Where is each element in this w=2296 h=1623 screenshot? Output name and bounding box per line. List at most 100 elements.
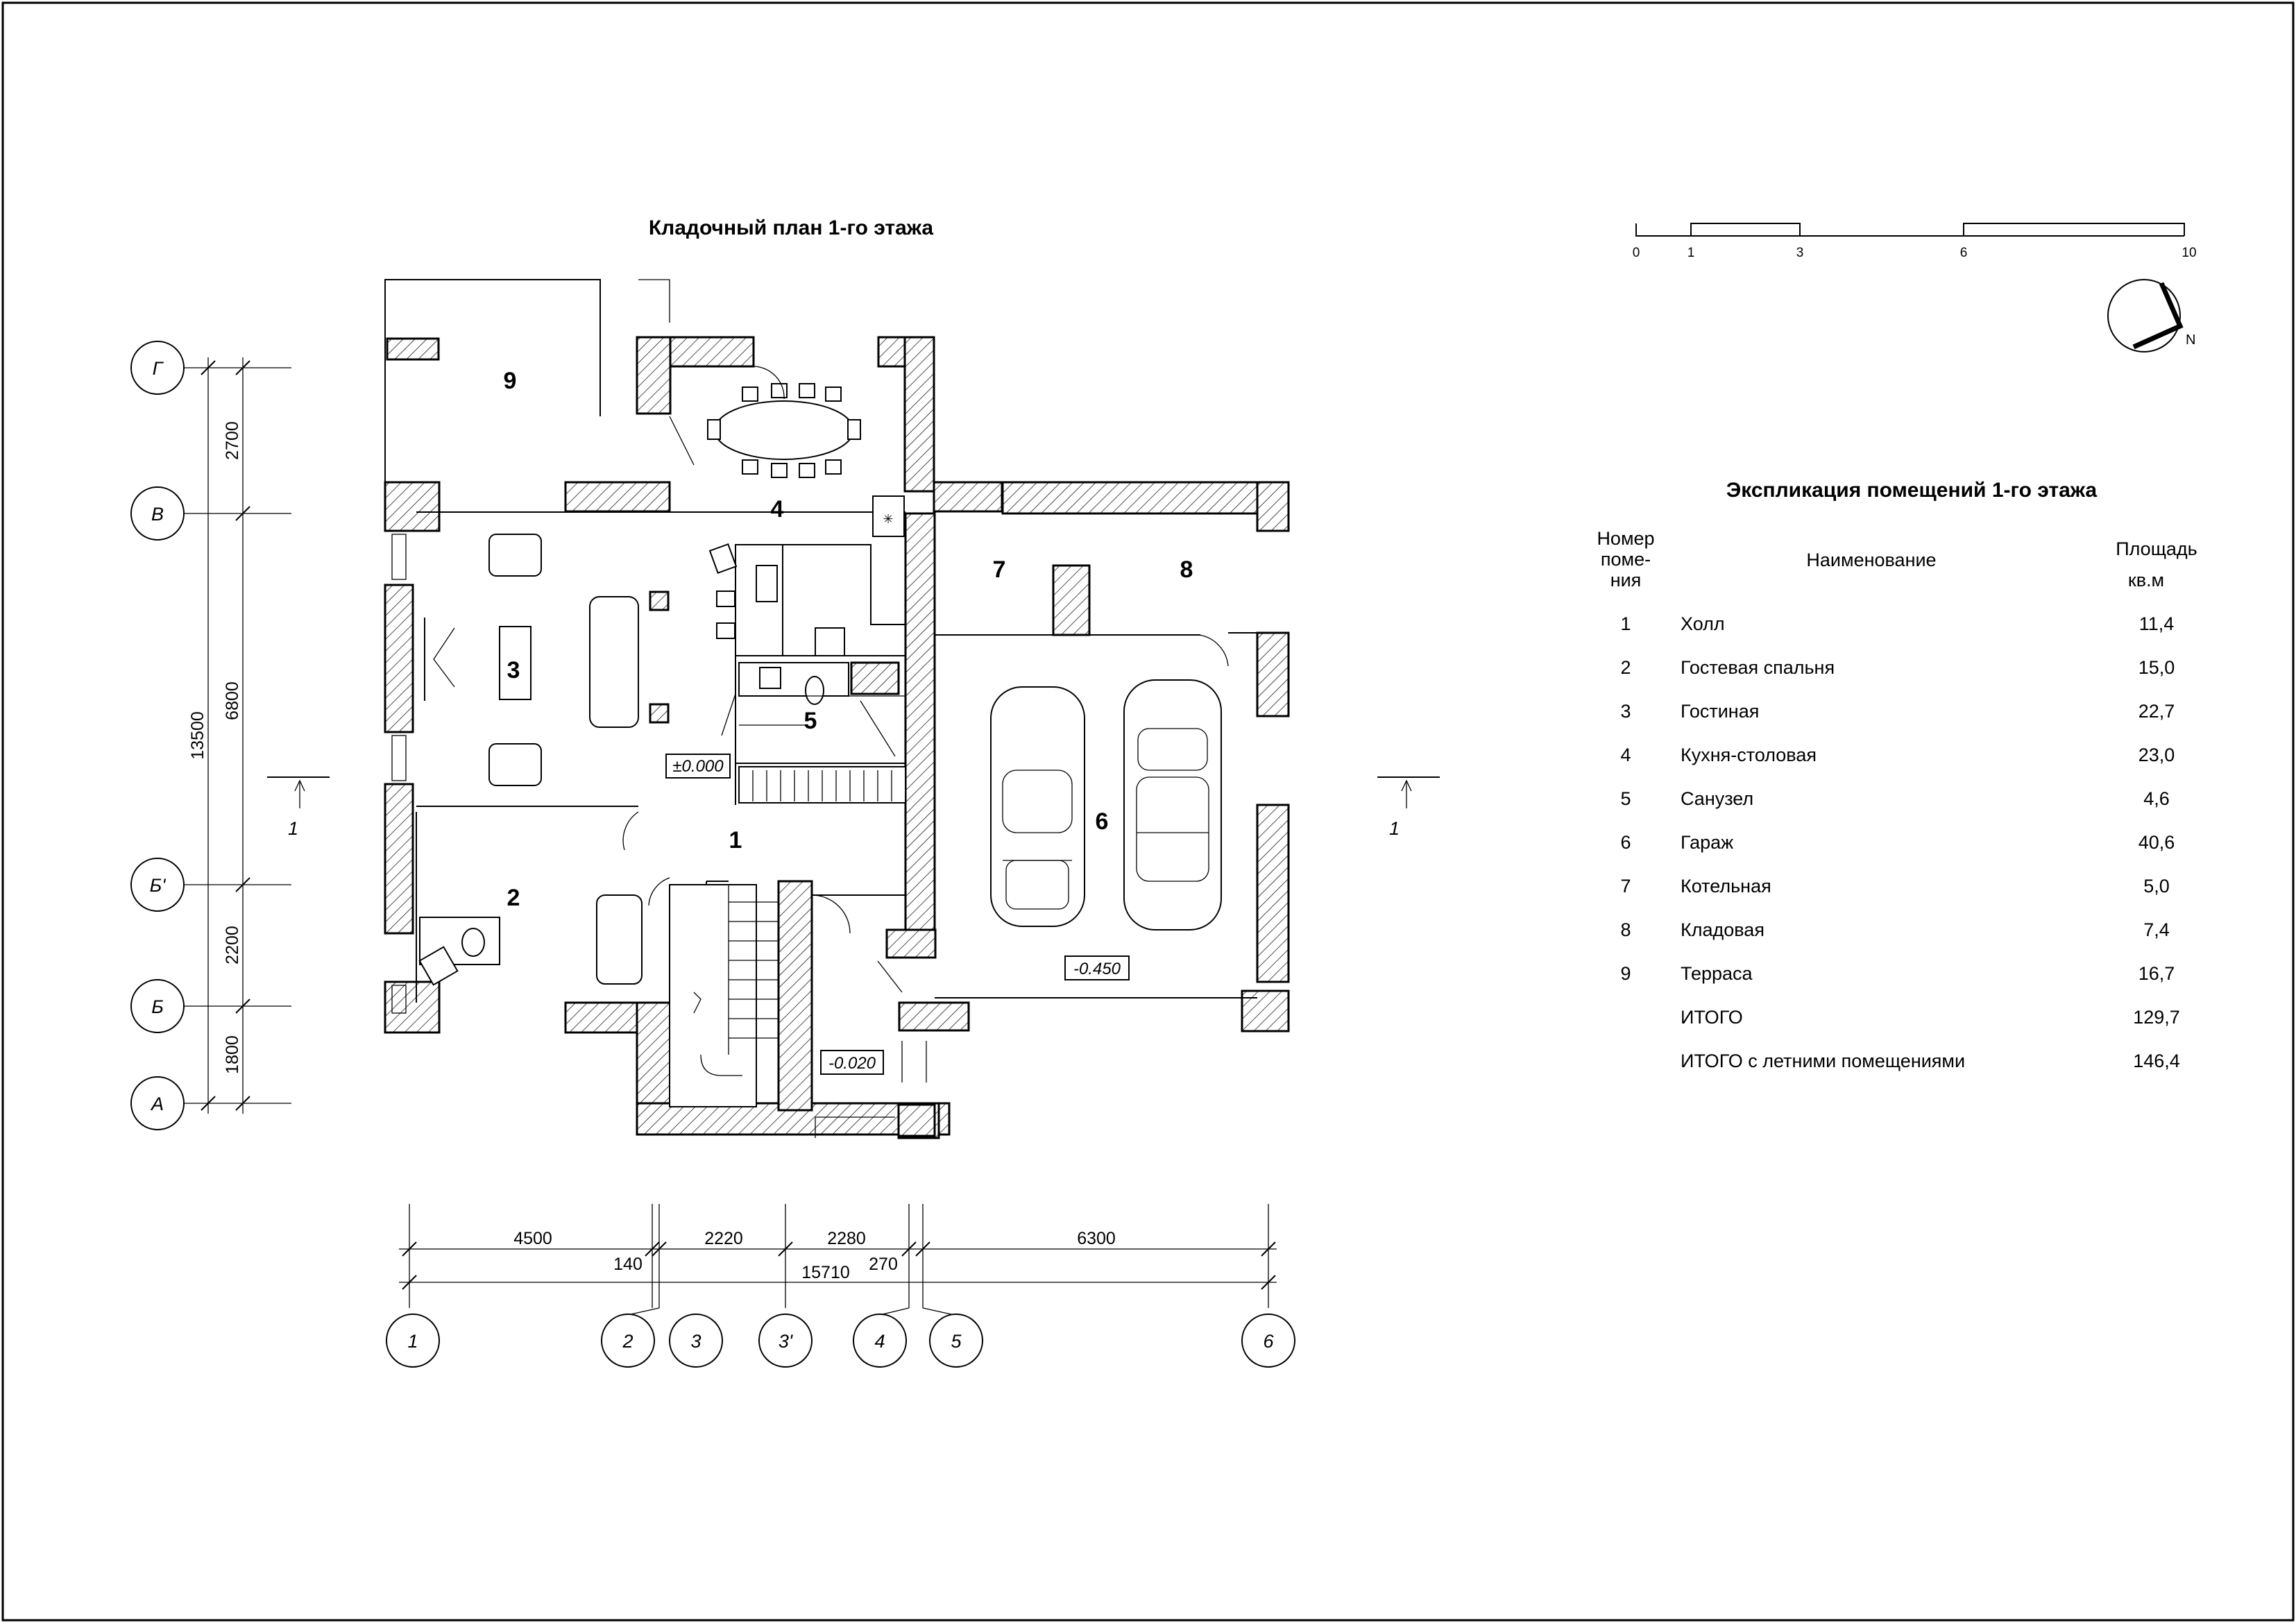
living-furniture <box>391 534 670 786</box>
table-cell-num: 4 <box>1620 745 1631 765</box>
table-cell-name: Кладовая <box>1681 919 1764 940</box>
table-cell-name: Котельная <box>1681 876 1771 897</box>
dim-h-total: 15710 <box>801 1263 850 1282</box>
bathroom-fixtures <box>738 661 906 804</box>
table-cell-name: Санузел <box>1681 788 1753 809</box>
table-cell-num: 8 <box>1620 919 1631 940</box>
dining-table <box>707 383 861 478</box>
dim-h-small-2: 270 <box>869 1255 898 1274</box>
table-cell-name: Терраса <box>1681 963 1753 984</box>
header-area-line1: Площадь <box>2116 538 2197 559</box>
table-cell-name: Кухня-столовая <box>1681 745 1817 765</box>
header-num-line1: Номер <box>1597 528 1654 549</box>
section-mark-left: 1 <box>267 776 330 839</box>
dim-h-small-1: 140 <box>613 1255 643 1274</box>
row-axes: Г В Б' Б А 2700 6800 2200 1800 13500 <box>130 341 291 1130</box>
dim-v-2: 6800 <box>223 681 242 720</box>
level-mark-garage: -0.450 <box>1073 960 1121 978</box>
table-cell-area: 40,6 <box>2138 832 2175 853</box>
axis-col-2: 2 <box>622 1331 633 1352</box>
axis-col-4: 4 <box>874 1331 885 1352</box>
header-name: Наименование <box>1806 550 1936 570</box>
terrace-rail <box>638 279 670 323</box>
axis-col-3: 3 <box>690 1331 701 1352</box>
table-cell-area: 7,4 <box>2143 919 2170 940</box>
dim-v-1: 2700 <box>223 421 242 460</box>
header-num-line3: ния <box>1610 570 1642 590</box>
table-cell-area: 5,0 <box>2143 876 2170 897</box>
table-cell-name: Холл <box>1681 613 1725 634</box>
table-row: 4 Кухня-столовая 23,0 <box>1620 745 2175 765</box>
staircase <box>669 884 779 1107</box>
svg-text:1: 1 <box>288 818 298 839</box>
terrace-outline <box>384 279 601 486</box>
section-mark-right: 1 <box>1377 776 1440 839</box>
table-row: 8 Кладовая 7,4 <box>1620 919 2169 940</box>
plan-title: Кладочный план 1-го этажа <box>649 216 934 239</box>
svg-text:✳: ✳ <box>883 512 893 526</box>
level-mark-box <box>665 754 731 779</box>
axis-row-b: Б <box>151 996 164 1017</box>
axis-col-1: 1 <box>407 1331 418 1352</box>
axis-col-5: 5 <box>951 1331 962 1352</box>
dim-h-4: 6300 <box>1077 1229 1116 1248</box>
axis-col-6: 6 <box>1263 1331 1274 1352</box>
table-cell-area: 146,4 <box>2133 1051 2180 1071</box>
table-cell-num: 2 <box>1620 657 1631 678</box>
table-cell-area: 4,6 <box>2143 788 2170 809</box>
level-mark-box <box>820 1050 884 1075</box>
room-number-7: 7 <box>993 556 1006 583</box>
bedroom-furniture <box>391 894 643 1014</box>
axis-row-g: Г <box>153 358 164 379</box>
room-number-5: 5 <box>804 708 817 734</box>
axis-row-b-prime: Б' <box>150 875 167 896</box>
table-cell-num: 3 <box>1620 701 1631 722</box>
header-area-line2: кв.м <box>2128 570 2164 590</box>
table-cell-num: 6 <box>1620 832 1631 853</box>
explication-table: Экспликация помещений 1-го этажа Номер п… <box>1597 479 2197 1071</box>
north-arrow-icon: N <box>2107 279 2195 352</box>
car-right <box>1123 679 1222 931</box>
level-mark-hall: ±0.000 <box>672 757 724 776</box>
column-axes: 4500 2220 2280 6300 140 270 15710 1 2 3 … <box>386 1204 1295 1368</box>
table-cell-area: 22,7 <box>2138 701 2175 722</box>
north-label: N <box>2186 332 2195 348</box>
table-row: 3 Гостиная 22,7 <box>1620 701 2175 722</box>
room-number-2: 2 <box>507 885 520 911</box>
scale-bar: 0 1 3 6 10 <box>1633 223 2197 260</box>
table-cell-name: Гостиная <box>1681 701 1759 722</box>
room-number-3: 3 <box>507 657 520 683</box>
svg-text:1: 1 <box>1389 818 1400 839</box>
floor-plan: ✳ <box>267 279 1440 1139</box>
scale-tick-10: 10 <box>2182 246 2196 260</box>
axis-row-a: А <box>150 1094 164 1114</box>
doors <box>622 366 1229 1138</box>
table-cell-name: ИТОГО <box>1681 1007 1743 1028</box>
scale-tick-1: 1 <box>1687 246 1695 260</box>
scale-tick-6: 6 <box>1960 246 1968 260</box>
terrace-pillar <box>386 337 440 361</box>
dim-v-4: 1800 <box>223 1035 242 1074</box>
scale-tick-0: 0 <box>1633 246 1640 260</box>
table-cell-num: 1 <box>1620 613 1631 634</box>
table-cell-area: 23,0 <box>2138 745 2175 765</box>
dim-v-3: 2200 <box>223 926 242 965</box>
steps-pillar <box>897 1103 936 1137</box>
axis-row-v: В <box>151 504 164 525</box>
dim-h-2: 2220 <box>704 1229 743 1248</box>
table-cell-num: 5 <box>1620 788 1631 809</box>
walls <box>384 336 1290 1139</box>
level-mark-box <box>1064 955 1130 980</box>
explication-title: Экспликация помещений 1-го этажа <box>1726 479 2098 502</box>
table-cell-name: Гостевая спальня <box>1681 657 1835 678</box>
table-row: 5 Санузел 4,6 <box>1620 788 2169 809</box>
